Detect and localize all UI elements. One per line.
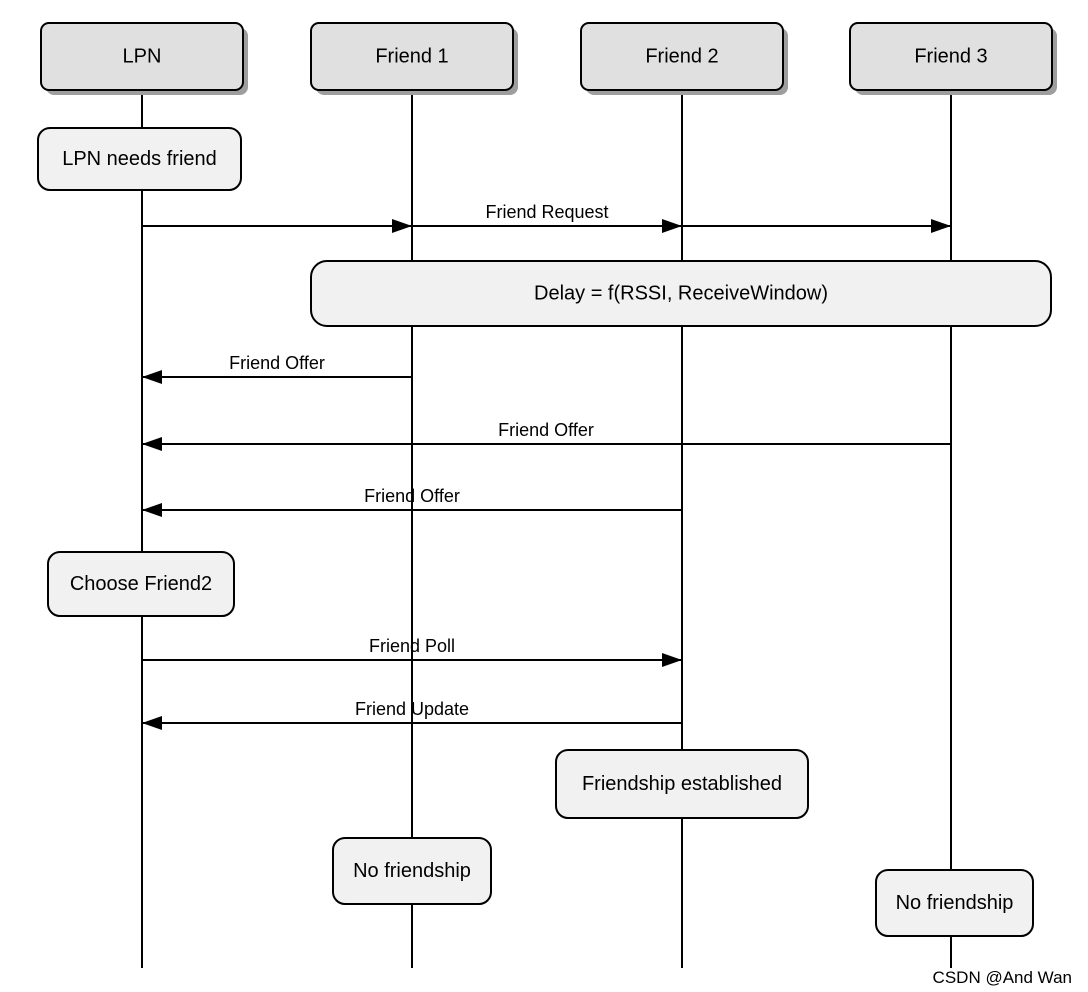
actor-box bbox=[310, 22, 514, 91]
message-friend-poll-4: Friend Poll bbox=[142, 636, 682, 667]
note-label: LPN needs friend bbox=[62, 148, 217, 170]
note-friendship-established: Friendship established bbox=[555, 749, 809, 819]
actor-box bbox=[40, 22, 244, 91]
note-box bbox=[332, 837, 492, 905]
arrowhead-left-icon bbox=[142, 437, 162, 451]
message-friend-update-5: Friend Update bbox=[142, 699, 682, 730]
arrowhead-right-icon bbox=[392, 219, 412, 233]
note-label: No friendship bbox=[896, 892, 1014, 914]
message-friend-offer-2: Friend Offer bbox=[142, 420, 951, 451]
arrowhead-left-icon bbox=[142, 503, 162, 517]
actor-label: Friend 3 bbox=[914, 46, 987, 68]
arrowhead-right-icon bbox=[931, 219, 951, 233]
message-friend-offer-1: Friend Offer bbox=[142, 353, 412, 384]
note-lpn-needs-friend: LPN needs friend bbox=[37, 127, 242, 191]
note-no-friendship: No friendship bbox=[332, 837, 492, 905]
actor-label: Friend 1 bbox=[375, 46, 448, 68]
actor-friend-1: Friend 1 bbox=[310, 22, 518, 95]
note-box bbox=[875, 869, 1034, 937]
arrowhead-right-icon bbox=[662, 219, 682, 233]
actor-lpn: LPN bbox=[40, 22, 248, 95]
actor-box bbox=[580, 22, 784, 91]
watermark-text: CSDN @And Wan bbox=[933, 968, 1072, 987]
message-label: Friend Offer bbox=[229, 353, 325, 373]
note-choose-friend2: Choose Friend2 bbox=[47, 551, 235, 617]
message-label: Friend Offer bbox=[498, 420, 594, 440]
note-delay-f-rssi-receivewindow: Delay = f(RSSI, ReceiveWindow) bbox=[310, 260, 1052, 327]
note-box bbox=[37, 127, 242, 191]
note-label: No friendship bbox=[353, 860, 471, 882]
actor-label: LPN bbox=[123, 46, 162, 68]
message-friend-request-0: Friend Request bbox=[142, 202, 951, 233]
message-label: Friend Offer bbox=[364, 486, 460, 506]
actor-label: Friend 2 bbox=[645, 46, 718, 68]
note-no-friendship: No friendship bbox=[875, 869, 1034, 937]
arrowhead-left-icon bbox=[142, 716, 162, 730]
note-label: Choose Friend2 bbox=[70, 573, 212, 595]
arrowhead-right-icon bbox=[662, 653, 682, 667]
note-box bbox=[47, 551, 235, 617]
message-label: Friend Poll bbox=[369, 636, 455, 656]
actor-friend-3: Friend 3 bbox=[849, 22, 1057, 95]
note-label: Delay = f(RSSI, ReceiveWindow) bbox=[534, 283, 828, 305]
arrowhead-left-icon bbox=[142, 370, 162, 384]
actor-friend-2: Friend 2 bbox=[580, 22, 788, 95]
note-label: Friendship established bbox=[582, 773, 782, 795]
note-box bbox=[310, 260, 1052, 327]
message-label: Friend Request bbox=[485, 202, 608, 222]
actor-box bbox=[849, 22, 1053, 91]
message-label: Friend Update bbox=[355, 699, 469, 719]
note-box bbox=[555, 749, 809, 819]
message-friend-offer-3: Friend Offer bbox=[142, 486, 682, 517]
